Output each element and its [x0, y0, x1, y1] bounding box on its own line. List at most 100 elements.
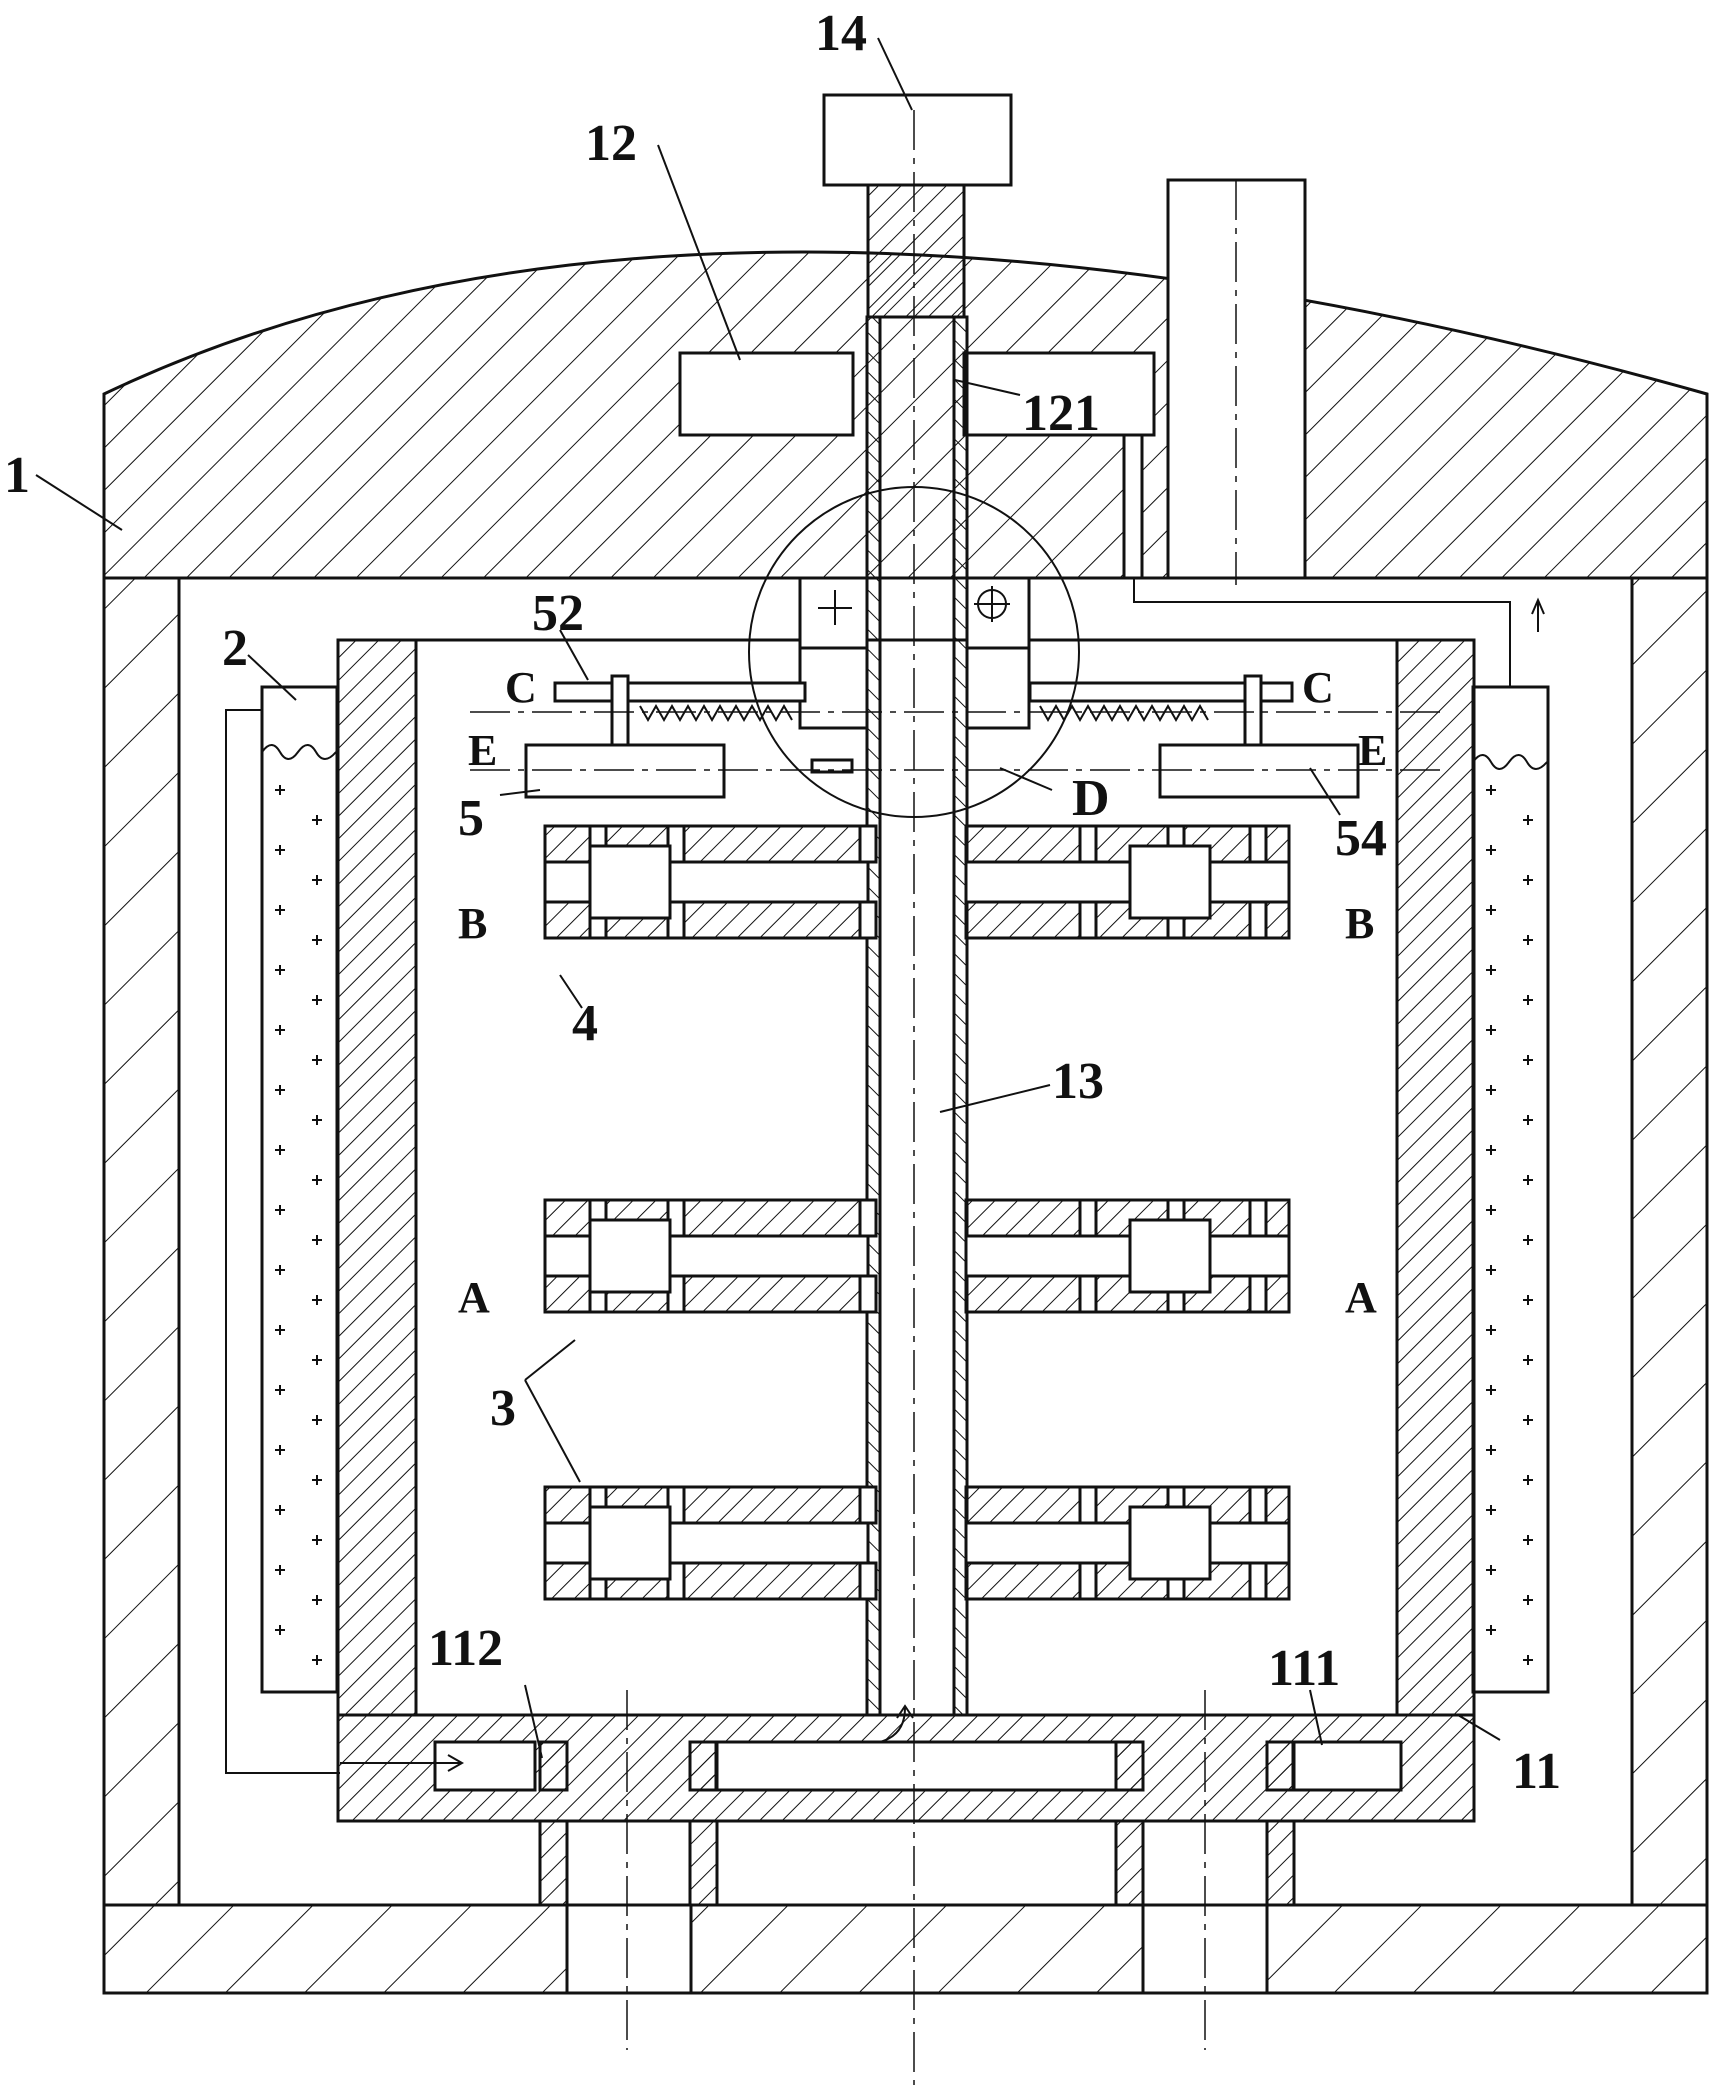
disc-half — [964, 824, 1291, 940]
plus-mark — [312, 995, 322, 1005]
inner-vessel — [336, 638, 1476, 1907]
plus-mark — [312, 935, 322, 945]
plus-mark — [1486, 1025, 1496, 1035]
plus-mark — [312, 815, 322, 825]
plus-mark — [1523, 875, 1533, 885]
label-1: 1 — [4, 447, 30, 504]
plus-mark — [1486, 785, 1496, 795]
plus-mark — [1486, 905, 1496, 915]
plus-mark — [1523, 1235, 1533, 1245]
plus-mark — [312, 1235, 322, 1245]
leader-lines — [35, 37, 1501, 1759]
label-4: 4 — [572, 995, 598, 1052]
plus-mark — [1523, 1055, 1533, 1065]
cutter-assembly — [524, 486, 1360, 818]
plus-mark — [275, 1445, 285, 1455]
label-52: 52 — [532, 585, 584, 642]
plus-mark — [312, 1595, 322, 1605]
label-12: 12 — [585, 115, 637, 172]
label-121: 121 — [1022, 385, 1100, 442]
label-11: 11 — [1512, 1743, 1561, 1800]
outer-shell — [102, 576, 1709, 1995]
label-54: 54 — [1335, 810, 1387, 867]
section-b-left: B — [458, 899, 487, 948]
plus-mark — [275, 905, 285, 915]
plus-mark — [275, 1145, 285, 1155]
plus-mark — [1523, 1655, 1533, 1665]
section-a-left: A — [458, 1273, 490, 1322]
plus-mark — [1523, 1175, 1533, 1185]
plus-mark — [1523, 1535, 1533, 1545]
plus-mark — [1523, 815, 1533, 825]
plus-mark — [1486, 965, 1496, 975]
top-cover — [102, 93, 1709, 580]
label-D: D — [1072, 770, 1110, 827]
plus-mark — [312, 1295, 322, 1305]
center-lines — [470, 110, 1545, 2085]
plus-mark — [312, 1115, 322, 1125]
plus-mark — [1486, 1265, 1496, 1275]
plus-mark — [312, 1415, 322, 1425]
disc-half — [543, 1485, 878, 1601]
plus-mark — [1523, 1115, 1533, 1125]
plus-mark — [1523, 995, 1533, 1005]
label-13: 13 — [1052, 1053, 1104, 1110]
section-e-left: E — [468, 726, 497, 775]
label-14: 14 — [815, 5, 867, 62]
label-111: 111 — [1268, 1640, 1340, 1697]
plus-mark — [312, 1535, 322, 1545]
plus-mark — [1486, 1505, 1496, 1515]
plus-mark — [1486, 1445, 1496, 1455]
label-3: 3 — [490, 1380, 516, 1437]
plus-mark — [1486, 1205, 1496, 1215]
plus-mark — [275, 965, 285, 975]
section-marks: C C E E B B A A — [458, 663, 1387, 1322]
plus-mark — [275, 1625, 285, 1635]
disc-half — [964, 1198, 1291, 1314]
plus-mark — [275, 1385, 285, 1395]
plus-mark — [275, 785, 285, 795]
plus-mark — [1523, 1355, 1533, 1365]
label-2: 2 — [222, 620, 248, 677]
part-labels: 14 12 121 1 2 52 5 54 4 13 D 3 112 111 1… — [4, 5, 1561, 1800]
plus-mark — [1523, 1415, 1533, 1425]
plus-mark — [275, 1025, 285, 1035]
plus-mark — [275, 1265, 285, 1275]
section-a-right: A — [1345, 1273, 1377, 1322]
plus-mark — [312, 1655, 322, 1665]
plus-mark — [312, 1355, 322, 1365]
plus-mark — [312, 1475, 322, 1485]
disc-half — [964, 1485, 1291, 1601]
plus-mark — [275, 1565, 285, 1575]
central-shaft — [820, 315, 969, 1743]
heating-element-marks — [275, 785, 1533, 1665]
disc-half — [543, 824, 878, 940]
section-b-right: B — [1345, 899, 1374, 948]
plus-mark — [1523, 1475, 1533, 1485]
plus-mark — [1523, 935, 1533, 945]
section-c-right: C — [1302, 663, 1334, 712]
plus-mark — [275, 1085, 285, 1095]
section-e-right: E — [1358, 726, 1387, 775]
plus-mark — [275, 1325, 285, 1335]
plus-mark — [1523, 1595, 1533, 1605]
label-112: 112 — [428, 1620, 503, 1677]
plus-mark — [275, 845, 285, 855]
plus-mark — [1486, 1625, 1496, 1635]
plus-mark — [1486, 1085, 1496, 1095]
label-5: 5 — [458, 790, 484, 847]
plus-mark — [1486, 845, 1496, 855]
section-c-left: C — [505, 663, 537, 712]
plus-mark — [1486, 1385, 1496, 1395]
plus-mark — [312, 875, 322, 885]
plus-mark — [312, 1055, 322, 1065]
disc-half — [543, 1198, 878, 1314]
plus-mark — [275, 1205, 285, 1215]
plus-mark — [275, 1505, 285, 1515]
plus-mark — [1486, 1145, 1496, 1155]
plus-mark — [1486, 1565, 1496, 1575]
stirring-discs — [543, 824, 1291, 1601]
plus-mark — [1523, 1295, 1533, 1305]
plus-mark — [1486, 1325, 1496, 1335]
